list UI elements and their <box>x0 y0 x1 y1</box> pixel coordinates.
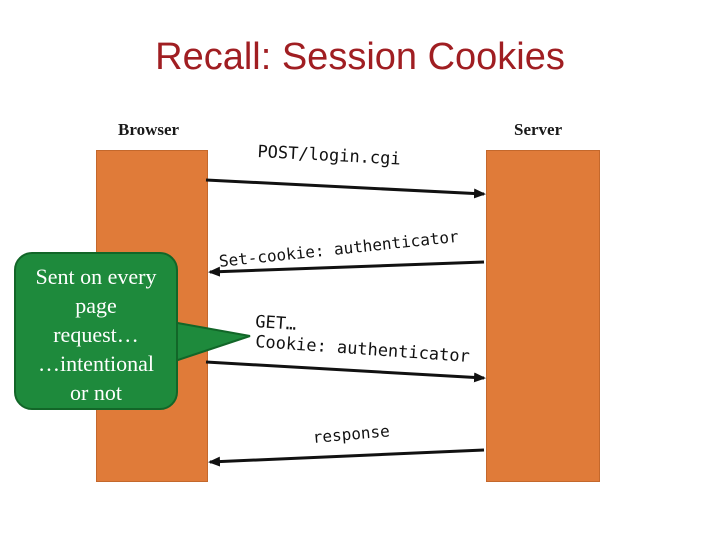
server-label: Server <box>514 120 563 139</box>
post-arrow <box>205 178 486 199</box>
callout-pointer <box>171 320 251 364</box>
slide-title: Recall: Session Cookies <box>155 36 565 78</box>
callout-line: request… <box>53 322 139 347</box>
callout-line: …intentional <box>37 351 155 376</box>
set-cookie-arrow <box>208 260 485 277</box>
callout-box: Sent on every page request… …intentional… <box>14 252 178 410</box>
get-arrow <box>205 360 486 383</box>
callout-line: or not <box>70 380 122 405</box>
response-arrow <box>208 448 485 467</box>
browser-label: Browser <box>118 120 180 139</box>
callout-line: page <box>75 293 117 318</box>
callout-line: Sent on every <box>35 264 157 289</box>
server-lifeline <box>486 150 600 482</box>
